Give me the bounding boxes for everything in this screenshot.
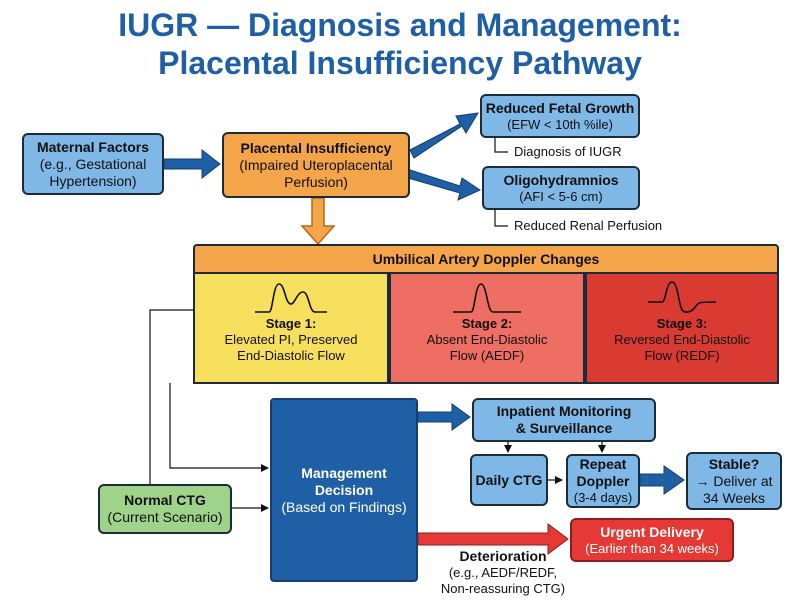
growth-note: Diagnosis of IUGR [514,144,622,159]
urgent-delivery-box: Urgent Delivery (Earlier than 34 weeks) [570,518,734,562]
management-decision-box: Management Decision (Based on Findings) [270,398,418,582]
inpatient-line1: Inpatient Monitoring [496,403,632,419]
deterioration-title: Deterioration [459,548,547,564]
stage-1-title: Stage 1: [265,316,317,331]
oligohydramnios-box: Oligohydramnios (AFI < 5-6 cm) [482,166,640,210]
repeat-doppler-line1: Repeat [579,456,627,472]
deterioration-label: Deterioration (e.g., AEDF/REDF, Non-reas… [428,548,578,597]
bracket-growth-note [494,138,508,153]
reduced-fetal-growth-subtitle: (EFW < 10th %ile) [507,116,613,132]
title-line-1: IUGR — Diagnosis and Management: [118,7,682,43]
placental-insufficiency-line1: (Impaired Uteroplacental [239,156,393,173]
stable-line1: → Deliver at [695,472,773,489]
stage-2-line2: Flow (AEDF) [449,348,525,363]
maternal-factors-box: Maternal Factors (e.g., Gestational Hype… [22,133,164,195]
maternal-factors-line1: (e.g., Gestational [39,155,147,172]
title-line-2: Placental Insufficiency Pathway [158,45,642,81]
placental-insufficiency-box: Placental Insufficiency (Impaired Uterop… [222,132,410,198]
arrow-placental-to-growth [409,112,479,159]
doppler-header: Umbilical Artery Doppler Changes [193,244,779,274]
diagram-title: IUGR — Diagnosis and Management: Placent… [0,6,800,82]
deterioration-line2: Non-reassuring CTG) [440,581,566,596]
repeat-doppler-line3: (3-4 days) [573,490,633,505]
stage-1-line1: Elevated PI, Preserved [224,332,358,347]
daily-ctg-box: Daily CTG [470,454,548,506]
stable-box: Stable? → Deliver at 34 Weeks [686,452,782,510]
arrow-placental-to-doppler [300,197,336,246]
oligo-note: Reduced Renal Perfusion [514,218,663,233]
stage-3-waveform-icon [648,281,717,313]
stage-2-title: Stage 2: [461,316,513,331]
daily-ctg-label: Daily CTG [475,471,543,488]
management-title-line2: Decision [314,481,374,498]
line-doppler-to-management-2 [169,383,269,472]
stage-2-panel: Stage 2: Absent End-Diastolic Flow (AEDF… [389,272,585,384]
placental-insufficiency-title: Placental Insufficiency [240,139,392,156]
stage-3-panel: Stage 3: Reversed End-Diastolic Flow (RE… [585,272,779,384]
arrow-repeat-to-stable [639,465,685,495]
maternal-factors-line2: Hypertension) [49,172,137,189]
arrow-management-to-inpatient [417,403,471,431]
stage-3-line2: Flow (REDF) [644,348,720,363]
stage-2-waveform-icon [453,283,521,313]
stable-line2: 34 Weeks [703,489,765,506]
normal-ctg-title: Normal CTG [124,492,206,508]
reduced-fetal-growth-box: Reduced Fetal Growth (EFW < 10th %ile) [480,94,640,138]
management-title-line1: Management [301,464,387,481]
reduced-fetal-growth-title: Reduced Fetal Growth [485,99,635,116]
oligohydramnios-title: Oligohydramnios [503,171,619,188]
urgent-delivery-title: Urgent Delivery [600,523,704,540]
normal-ctg-subtitle: (Current Scenario) [107,509,223,525]
arrow-management-to-urgent [417,523,569,555]
stage-3-line1: Reversed End-Diastolic [614,332,750,347]
line-doppler-to-management-1 [149,309,193,490]
placental-insufficiency-line2: Perfusion) [284,173,348,190]
management-subtitle: (Based on Findings) [281,498,407,515]
stage-3-title: Stage 3: [656,316,708,331]
repeat-doppler-box: Repeat Doppler (3-4 days) [566,454,640,508]
normal-ctg-box: Normal CTG (Current Scenario) [98,484,232,534]
stage-1-line2: End-Diastolic Flow [237,348,345,363]
bracket-oligo-note [494,210,508,227]
deterioration-line1: (e.g., AEDF/REDF, [448,565,558,580]
stable-title: Stable? [708,455,760,472]
arrow-placental-to-oligo [407,169,482,201]
inpatient-line2: & Surveillance [515,420,613,436]
urgent-delivery-subtitle: (Earlier than 34 weeks) [585,540,719,556]
doppler-header-label: Umbilical Artery Doppler Changes [372,250,600,267]
stage-1-panel: Stage 1: Elevated PI, Preserved End-Dias… [193,272,389,384]
repeat-doppler-line2: Doppler [576,473,630,489]
stage-2-line1: Absent End-Diastolic [426,332,548,347]
oligohydramnios-subtitle: (AFI < 5-6 cm) [519,188,603,204]
arrow-maternal-to-placental [163,148,221,180]
inpatient-monitoring-box: Inpatient Monitoring & Surveillance [472,398,656,442]
maternal-factors-title: Maternal Factors [36,138,150,155]
stage-1-waveform-icon [255,283,327,313]
